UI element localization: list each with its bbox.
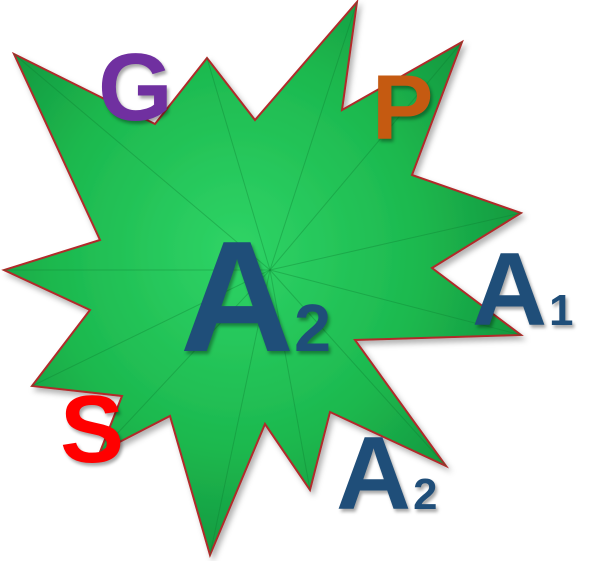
label-p-text: P <box>372 57 434 159</box>
label-s: S <box>60 382 124 478</box>
label-p: P <box>372 62 433 154</box>
label-a1: A1 <box>472 238 573 342</box>
label-center-subscript: 2 <box>294 292 331 366</box>
label-a1-letter: A <box>472 232 548 348</box>
star-facets <box>4 1 522 556</box>
label-a1-subscript: 1 <box>549 286 574 335</box>
label-a2-bottom-subscript: 2 <box>413 470 438 519</box>
label-s-text: S <box>60 376 125 483</box>
label-g-text: G <box>98 34 173 141</box>
label-g: G <box>98 40 173 136</box>
label-center-a2: A2 <box>180 218 331 376</box>
label-a2-bottom: A2 <box>336 422 437 526</box>
label-center-letter: A <box>180 209 294 385</box>
star-shape <box>1 0 524 559</box>
label-a2-bottom-letter: A <box>336 416 412 532</box>
